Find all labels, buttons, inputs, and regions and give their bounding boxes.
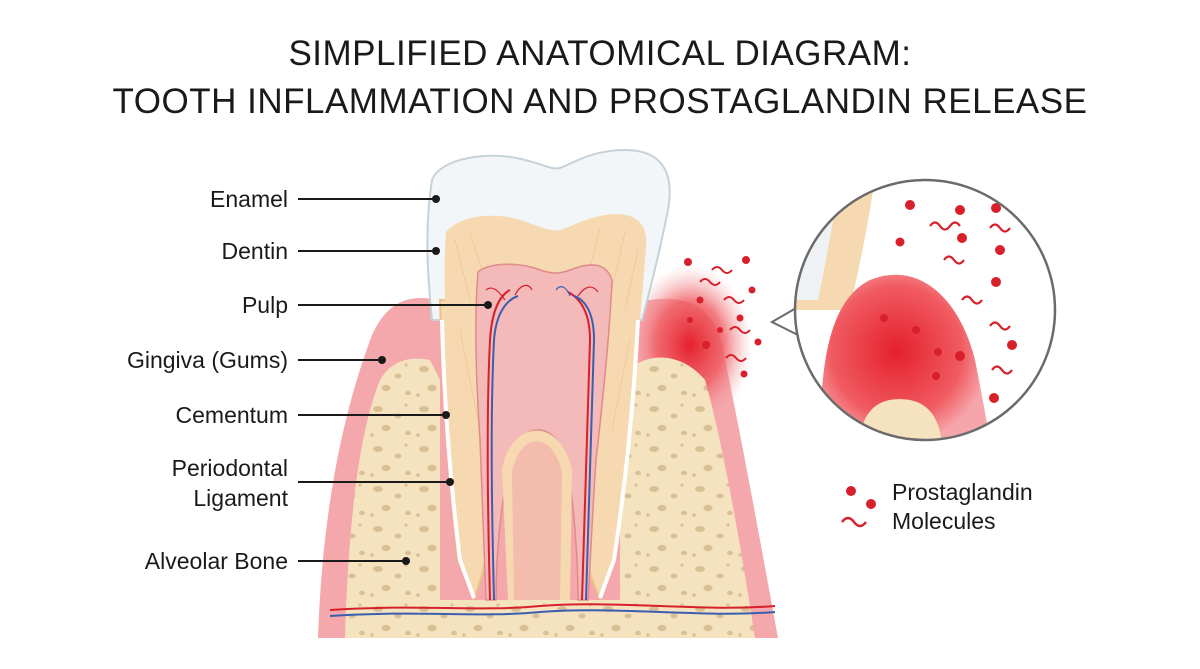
title-line-2: TOOTH INFLAMMATION AND PROSTAGLANDIN REL… [112,82,1088,121]
leader-lines [298,198,488,562]
label-periodontal-line1: Periodontal [171,455,288,481]
legend-line1: Prostaglandin [892,479,1033,505]
label-enamel: Enamel [210,186,288,212]
label-periodontal-line2: Ligament [193,485,288,511]
blood-vessels [329,284,776,617]
pulp-shape [475,263,613,601]
legend: Prostaglandin Molecules [892,478,1033,536]
zoom-view [795,180,1055,440]
leader-dots [378,195,492,565]
dentin-texture [454,227,639,431]
legend-symbol [841,486,876,528]
label-pulp: Pulp [241,292,288,318]
label-cementum: Cementum [175,402,288,428]
alveolar-bone-shape [345,357,755,638]
label-alveolar-bone: Alveolar Bone [144,548,288,574]
legend-line2: Molecules [892,508,996,534]
label-dentin: Dentin [221,238,288,264]
title-line-1: SIMPLIFIED ANATOMICAL DIAGRAM: [288,34,912,73]
label-gingiva: Gingiva (Gums) [126,347,288,373]
molecule-squiggles-near-tooth [699,266,751,362]
molecules-near-tooth [684,256,762,378]
